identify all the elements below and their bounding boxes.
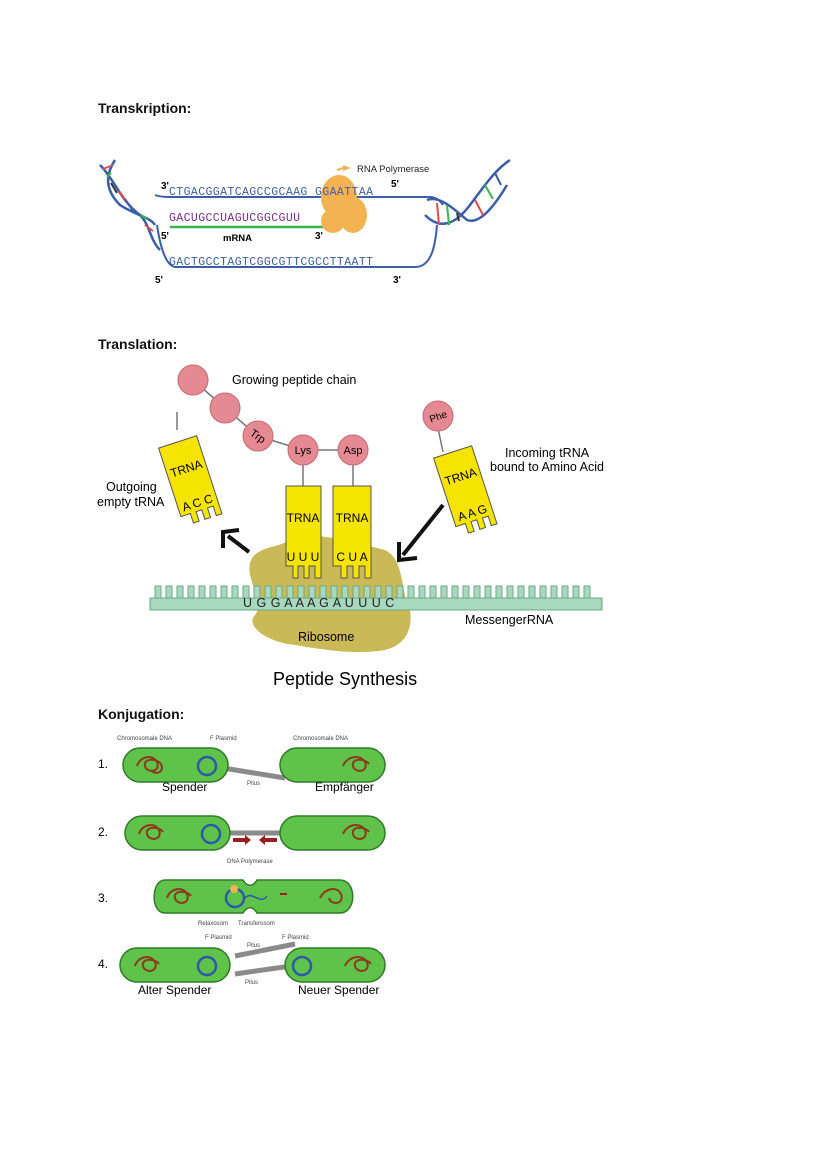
trna-right: TRNA C U A: [332, 485, 372, 579]
new-donor-cell: [284, 947, 386, 983]
left-anticodon: U U U: [287, 550, 320, 564]
conjugation-step-3: DNA Polymerase Relaxosom Transferosom: [153, 859, 354, 927]
conjugation-step-2: [124, 815, 386, 851]
translation-diagram: U G G A A A G A U U U C Trp Lys Asp Phe …: [97, 364, 604, 689]
step-2-label: 2.: [98, 825, 108, 839]
top-right-end: 5': [391, 179, 399, 190]
bottom-right-end: 3': [393, 275, 401, 286]
amino-acid-phe: [422, 400, 454, 432]
recipient-label: Empfänger: [315, 780, 374, 794]
transferosome-label: Transferosom: [238, 921, 275, 927]
f-plasmid-label-1: F Plasmid: [210, 736, 237, 742]
mrna-teeth: [154, 585, 591, 599]
mrna-left-end: 5': [161, 231, 169, 242]
pull-arrow-left-icon: [259, 835, 277, 845]
f-plasmid-label-4a: F Plasmid: [205, 935, 232, 941]
amino-asp-label: Asp: [344, 445, 363, 457]
recipient-cell: [279, 747, 386, 783]
incoming-label-1: Incoming tRNA: [505, 446, 590, 460]
mrna-label: mRNA: [223, 233, 252, 244]
arrow-out-icon: [221, 528, 251, 554]
dna-polymerase-label: DNA Polymerase: [227, 859, 273, 865]
trna-left-label: TRNA: [287, 511, 320, 525]
incoming-label-2: bound to Amino Acid: [490, 460, 604, 474]
amino-lys-label: Lys: [295, 445, 312, 457]
top-left-end: 3': [161, 181, 169, 192]
rna-polymerase: [321, 165, 367, 233]
pilus-label-4b: Pilus: [245, 980, 258, 986]
transcription-diagram: CTGACGGATCAGCCGCAAG GGAATTAA GACUGCCUAGU…: [99, 158, 511, 286]
amino-acid-asp: [337, 434, 369, 466]
amino-acid-lys: [287, 434, 319, 466]
amino-acid-bead-2: [209, 392, 241, 424]
relaxosome-label: Relaxosom: [198, 921, 228, 927]
pull-arrow-right-icon: [233, 835, 251, 845]
amino-acid-trp: [242, 420, 274, 452]
polymerase-label: RNA Polymerase: [357, 164, 429, 175]
pilus-label-4a: Pilus: [247, 943, 260, 949]
conjugation-step-1: Chromosomale DNA F Plasmid Chromosomale …: [117, 736, 386, 794]
trna-right-label: TRNA: [336, 511, 369, 525]
heading-transcription: Transkription:: [98, 100, 192, 116]
ribosome-label: Ribosome: [298, 630, 354, 644]
donor-cell: [122, 747, 229, 783]
outgoing-label-2: empty tRNA: [97, 495, 165, 509]
outgoing-label-1: Outgoing: [106, 480, 157, 494]
left-dna-helix: [99, 159, 161, 251]
mrna-sequence: U G G A A A G A U U U C: [243, 596, 395, 610]
conjugation-step-4: F Plasmid Pilus F Plasmid Pilus Alter Sp…: [119, 935, 386, 997]
step-4-label: 4.: [98, 957, 108, 971]
conjugation-diagram: 1. 2. 3. 4. Chromosomale DNA F Plasmid C…: [98, 736, 386, 997]
coding-strand: GACTGCCTAGTCGGCGTTCGCCTTAATT: [169, 256, 373, 269]
chromosomal-dna-label-2: Chromosomale DNA: [293, 736, 348, 742]
growing-chain-label: Growing peptide chain: [232, 373, 356, 387]
old-donor-cell: [119, 947, 231, 983]
heading-translation: Translation:: [98, 336, 178, 352]
template-strand: CTGACGGATCAGCCGCAAG GGAATTAA: [169, 186, 373, 199]
mrna-label: MessengerRNA: [465, 613, 554, 627]
old-donor-label: Alter Spender: [138, 983, 211, 997]
donor-label: Spender: [162, 780, 207, 794]
amino-acid-bead-1: [177, 364, 209, 396]
step-3-label: 3.: [98, 891, 108, 905]
step-1-label: 1.: [98, 757, 108, 771]
trna-incoming: TRNA A A G: [432, 445, 498, 534]
bottom-left-end: 5': [155, 275, 163, 286]
dna-polymerase-dot: [230, 885, 238, 893]
trna-outgoing: TRNA A C C: [157, 435, 223, 524]
pilus-label-1: Pilus: [247, 781, 260, 787]
right-dna-helix: [424, 158, 511, 226]
f-plasmid-label-4b: F Plasmid: [282, 935, 309, 941]
heading-conjugation: Konjugation:: [98, 706, 185, 722]
translation-title: Peptide Synthesis: [273, 669, 417, 689]
f-plasmid-ring: [196, 755, 218, 777]
trna-left: TRNA U U U: [285, 485, 322, 579]
chromosomal-dna-label-1: Chromosomale DNA: [117, 736, 172, 742]
right-anticodon: C U A: [336, 550, 367, 564]
new-donor-label: Neuer Spender: [298, 983, 379, 997]
arrow-in-icon: [397, 503, 445, 563]
mrna-right-end: 3': [315, 231, 323, 242]
mrna-strand: GACUGCCUAGUCGGCGUU: [169, 212, 300, 225]
